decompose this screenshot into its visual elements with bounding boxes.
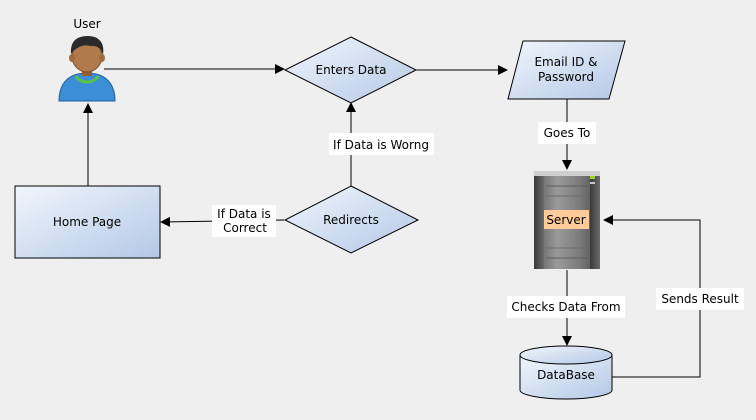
label-bg-if-wrong bbox=[329, 133, 434, 155]
home-page-box bbox=[14, 185, 161, 259]
server-label: Server bbox=[546, 213, 585, 227]
label-bg-if-correct bbox=[212, 205, 276, 237]
email-label-line2: Password bbox=[538, 70, 594, 84]
label-if-data-correct-line2: Correct bbox=[223, 221, 267, 235]
database-top bbox=[519, 345, 613, 365]
home-page-label: Home Page bbox=[53, 215, 121, 229]
label-bg-goes-to bbox=[538, 122, 596, 144]
node-email-password: Email ID & Password bbox=[507, 40, 626, 100]
node-user: User bbox=[58, 17, 116, 102]
node-database: DataBase bbox=[519, 345, 613, 400]
enters-data-label: Enters Data bbox=[316, 63, 387, 77]
email-password-parallelogram bbox=[507, 40, 626, 100]
label-bg-checks-data bbox=[507, 296, 625, 318]
label-if-data-correct-line1: If Data is bbox=[217, 207, 271, 221]
server-label-bg bbox=[544, 210, 589, 229]
label-if-data-wrong: If Data is Worng bbox=[333, 138, 429, 152]
label-sends-result: Sends Result bbox=[661, 292, 739, 306]
enters-data-diamond bbox=[283, 36, 418, 104]
redirects-diamond bbox=[283, 185, 420, 254]
database-cylinder bbox=[519, 355, 613, 400]
node-server: Server bbox=[534, 171, 600, 269]
node-enters-data: Enters Data bbox=[283, 36, 418, 104]
label-checks-data-from: Checks Data From bbox=[511, 300, 620, 314]
label-goes-to: Goes To bbox=[544, 126, 591, 140]
redirects-label: Redirects bbox=[323, 213, 379, 227]
edge-labels: If Data is Worng If Data is Correct Goes… bbox=[212, 122, 744, 318]
user-label: User bbox=[73, 17, 100, 31]
user-avatar-icon bbox=[58, 36, 116, 102]
node-home-page: Home Page bbox=[14, 185, 161, 259]
label-bg-sends-result bbox=[656, 288, 744, 310]
database-label: DataBase bbox=[537, 368, 595, 382]
node-redirects: Redirects bbox=[283, 185, 420, 254]
email-label-line1: Email ID & bbox=[534, 55, 597, 69]
